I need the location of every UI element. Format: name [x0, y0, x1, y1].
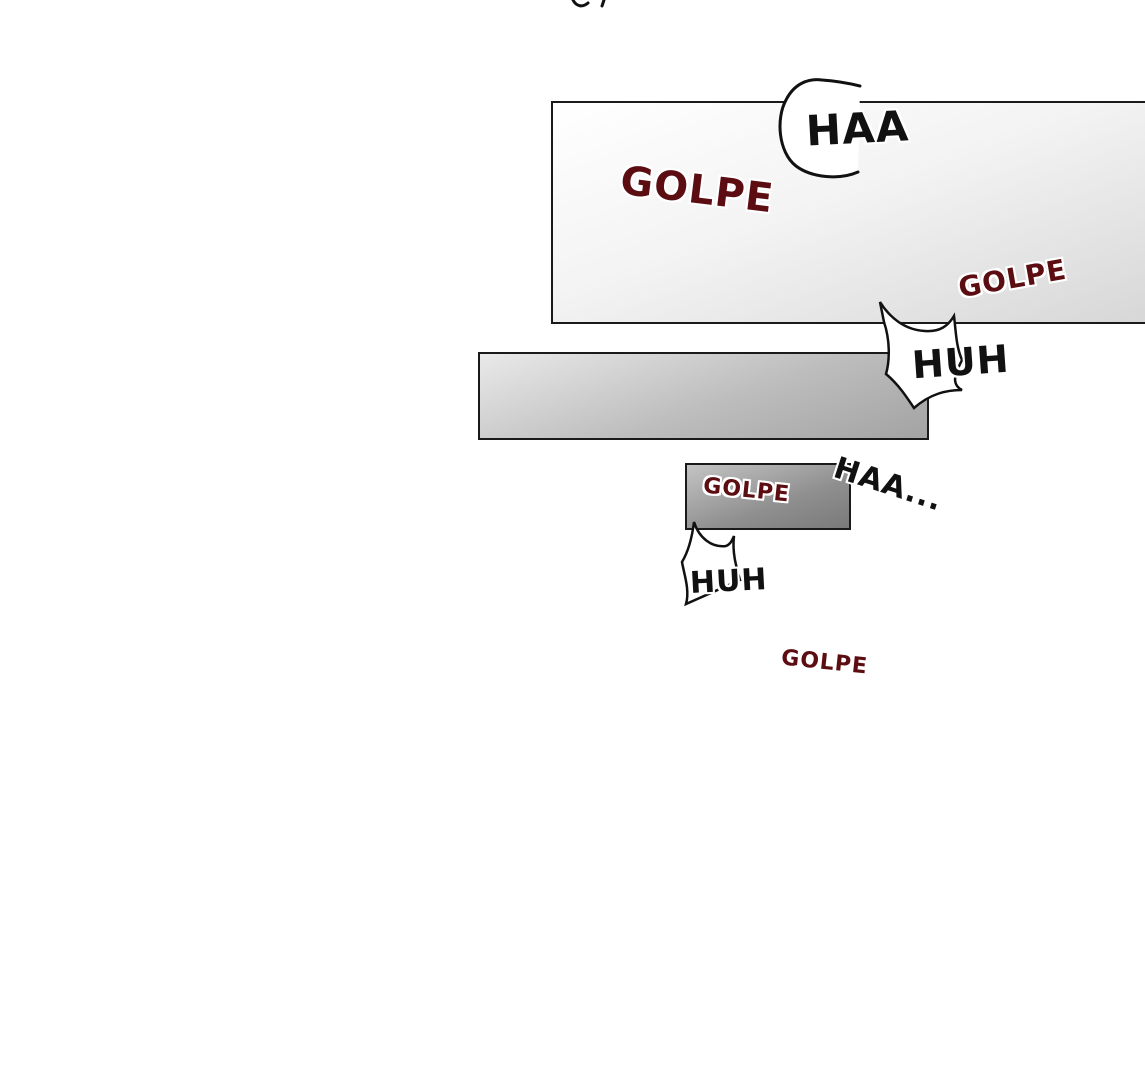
ink-mark-top — [571, 0, 606, 8]
comic-panel-middle — [478, 352, 929, 440]
sfx-haa-top: HAA — [804, 101, 911, 156]
comic-panel-small — [685, 463, 851, 530]
sfx-huh-right: HUH — [910, 336, 1011, 388]
sfx-golpe-bottom: GOLPE — [779, 645, 870, 680]
sfx-huh-bottom: HUH — [689, 561, 769, 602]
